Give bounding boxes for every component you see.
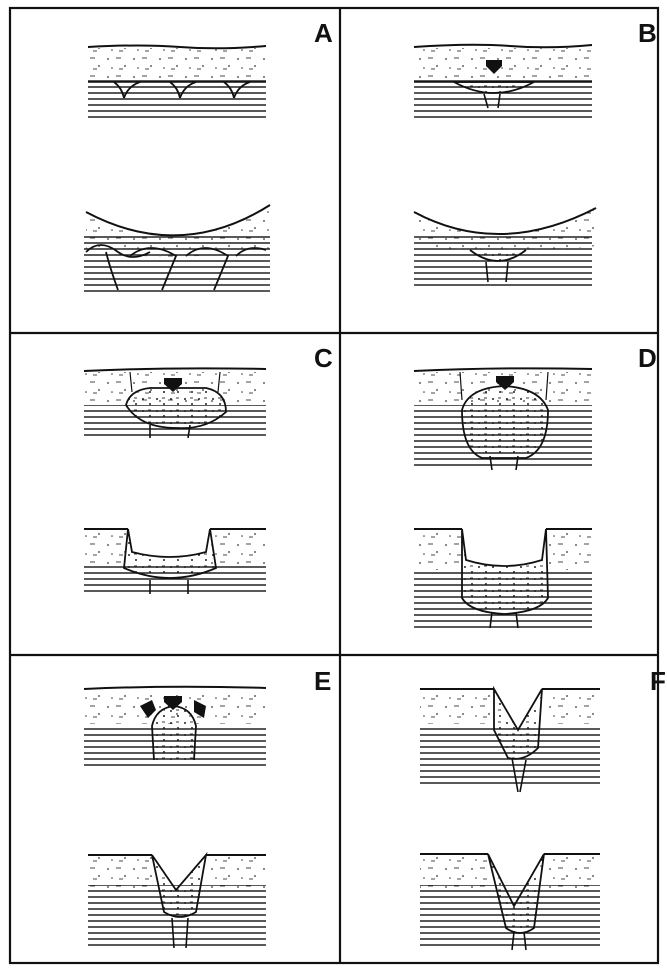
panel-b (414, 45, 596, 290)
panel-e (84, 687, 266, 948)
panel-d (414, 368, 592, 630)
panel-label-a: A (314, 18, 333, 48)
panel-label-d: D (638, 343, 657, 373)
panel-c-lower-section (84, 529, 266, 595)
panel-d-lower-section (414, 529, 592, 630)
panel-label-c: C (314, 343, 333, 373)
panel-f-lower-section (420, 854, 600, 950)
panel-b-upper-section (414, 45, 592, 118)
panel-b-lower-section (414, 208, 596, 290)
panel-f-upper-section (420, 689, 600, 792)
panel-e-upper-section (84, 687, 266, 766)
panel-label-b: B (638, 18, 657, 48)
panel-f (420, 689, 600, 950)
panel-e-lower-section (88, 855, 266, 948)
panel-c (84, 368, 266, 595)
panel-d-upper-section (414, 368, 592, 470)
panel-label-f: F (650, 666, 666, 696)
panel-a-lower-section (84, 205, 270, 293)
panel-c-upper-section (84, 368, 266, 440)
panel-grid (10, 8, 658, 963)
panel-a-upper-section (88, 46, 266, 119)
panel-a (84, 46, 270, 294)
panel-label-e: E (314, 666, 331, 696)
